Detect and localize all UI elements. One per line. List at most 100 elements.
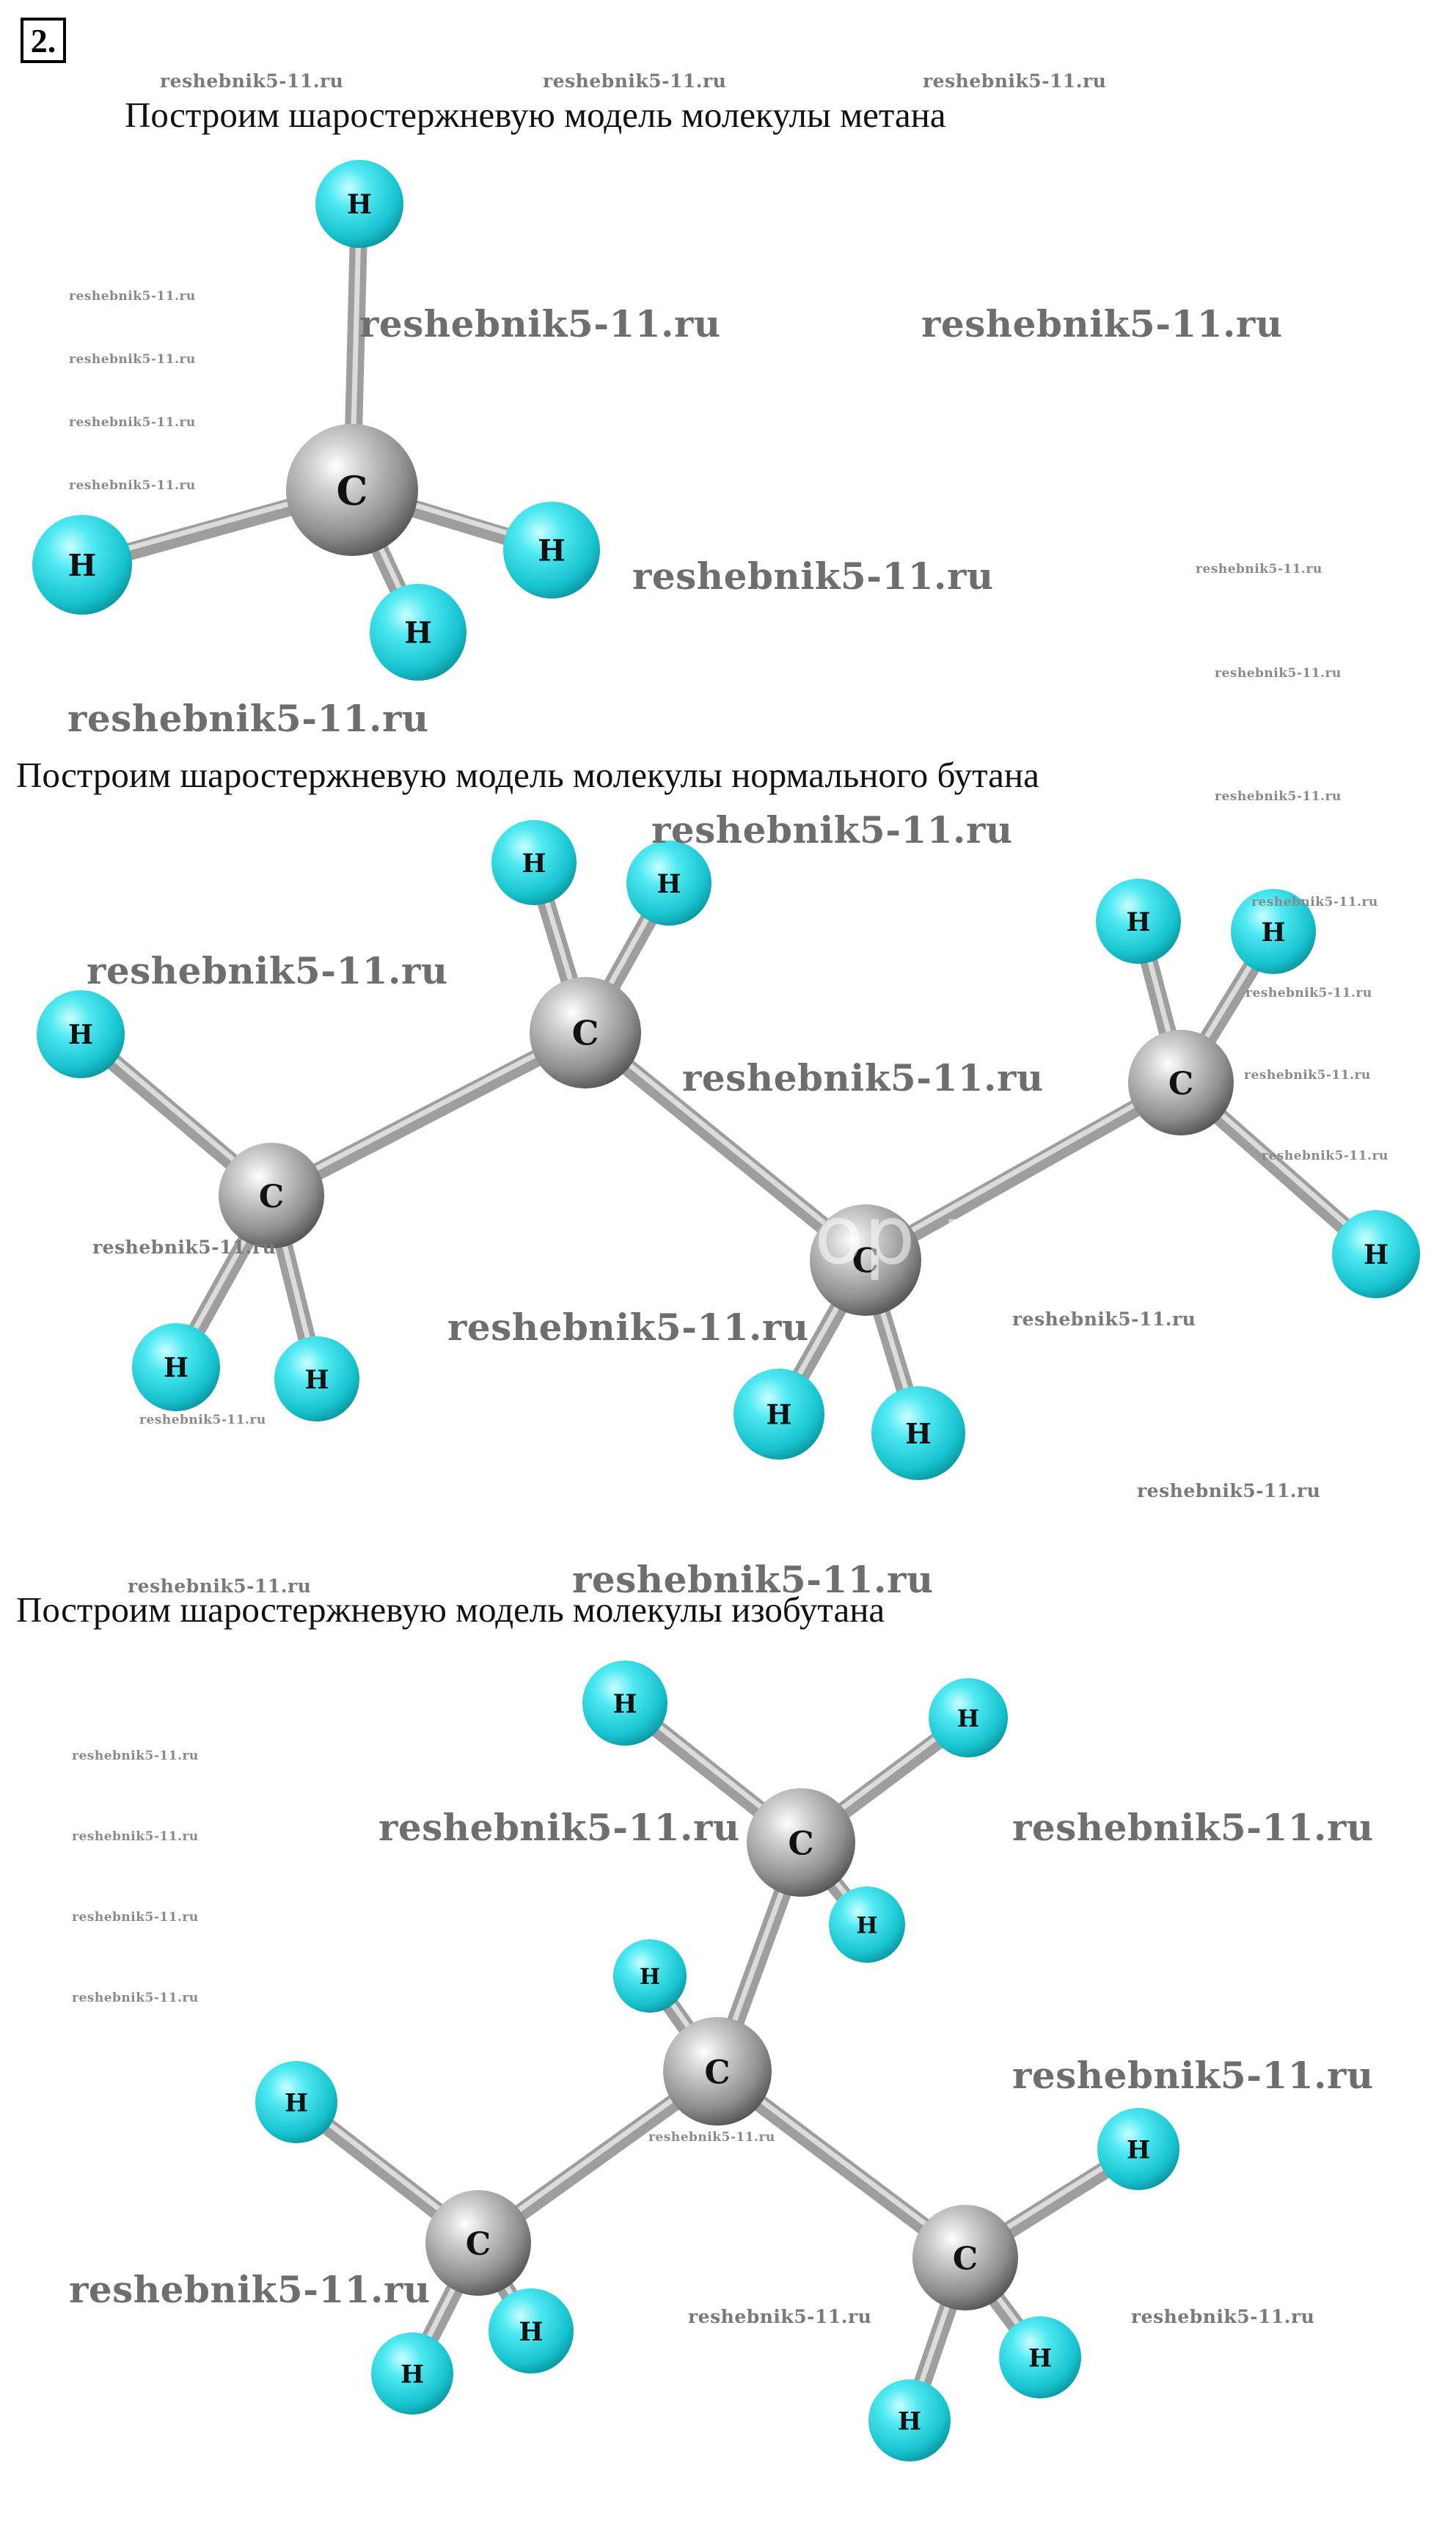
hydrogen-sphere <box>503 502 600 599</box>
hydrogen-label: H <box>640 1964 660 1990</box>
watermark: reshebnik5-11.ru <box>651 808 1013 852</box>
hydrogen-label: H <box>404 616 432 651</box>
watermark: reshebnik5-11.ru <box>1131 2306 1315 2327</box>
hydrogen-sphere <box>37 990 125 1078</box>
hydrogen-sphere <box>871 1386 965 1480</box>
hydrogen-label: H <box>898 2407 921 2436</box>
butane-hydrogen-atom: H <box>871 1386 965 1480</box>
hydrogen-label: H <box>1261 918 1285 948</box>
butane-hydrogen-atom: H <box>132 1323 220 1411</box>
watermark: reshebnik5-11.ru <box>447 1306 809 1349</box>
hydrogen-sphere <box>613 1939 687 2013</box>
methane-hydrogen-atom: H <box>503 502 600 599</box>
watermark: reshebnik5-11.ru <box>87 949 448 992</box>
carbon-label: C <box>466 2226 491 2263</box>
caption-butane: Построим шаростержневую модель молекулы … <box>16 755 1039 795</box>
methane-hydrogen-atom: H <box>315 160 403 248</box>
watermark: reshebnik5-11.ru <box>543 70 727 92</box>
carbon-label: C <box>953 2241 978 2277</box>
isobutane-hydrogen-atom: H <box>613 1939 687 2013</box>
watermark: reshebnik5-11.ru <box>1262 1149 1389 1163</box>
carbon-label: C <box>788 1825 813 1862</box>
butane-carbon-atom: C <box>219 1143 324 1248</box>
watermark: reshebnik5-11.ru <box>1215 789 1342 804</box>
hydrogen-sphere <box>370 584 467 681</box>
partial-watermark: op.r <box>814 1188 976 1282</box>
carbon-label: C <box>572 1014 599 1053</box>
hydrogen-sphere <box>626 841 711 926</box>
carbon-sphere <box>1128 1030 1234 1135</box>
watermark: reshebnik5-11.ru <box>923 70 1107 92</box>
watermark: reshebnik5-11.ru <box>1012 1309 1196 1330</box>
hydrogen-sphere <box>371 2332 453 2415</box>
hydrogen-label: H <box>1364 1240 1389 1270</box>
hydrogen-label: H <box>538 534 566 568</box>
hydrogen-label: H <box>856 1912 877 1939</box>
carbon-sphere <box>425 2190 531 2296</box>
hydrogen-label: H <box>400 2360 424 2389</box>
butane-bond-highlight <box>582 1026 868 1259</box>
butane-bond <box>263 1024 594 1204</box>
methane-hydrogen-atom: H <box>370 584 467 681</box>
isobutane-carbon-atom: C <box>912 2205 1018 2310</box>
watermark: reshebnik5-11.ru <box>378 1806 740 1849</box>
watermark: reshebnik5-11.ru <box>1012 2054 1374 2097</box>
isobutane-hydrogen-atom: H <box>582 1661 667 1746</box>
hydrogen-label: H <box>68 1020 93 1050</box>
butane-bond-highlight <box>863 1076 1184 1259</box>
watermark: reshebnik5-11.ru <box>69 2268 431 2311</box>
hydrogen-label: H <box>285 2088 308 2118</box>
watermark: reshebnik5-11.ru <box>72 1829 199 1844</box>
watermark: reshebnik5-11.ru <box>72 1991 199 2005</box>
hydrogen-sphere <box>132 1323 220 1411</box>
butane-hydrogen-atom: H <box>491 820 577 905</box>
watermark: reshebnik5-11.ru <box>1215 666 1342 681</box>
hydrogen-label: H <box>905 1417 932 1450</box>
hydrogen-sphere <box>489 2288 574 2374</box>
methane-carbon-atom: C <box>286 424 418 556</box>
caption-isobutane: Построим шаростержневую модель молекулы … <box>16 1589 885 1630</box>
hydrogen-sphere <box>1097 2108 1179 2190</box>
hydrogen-label: H <box>612 1689 637 1719</box>
carbon-sphere <box>810 1204 921 1316</box>
butane-hydrogen-atom: H <box>626 841 711 926</box>
butane-hydrogen-atom: H <box>1332 1210 1420 1298</box>
isobutane-hydrogen-atom: H <box>371 2332 453 2415</box>
butane-carbon-atom: C <box>530 977 641 1088</box>
watermark: reshebnik5-11.ru <box>359 302 721 345</box>
butane-hydrogen-atom: H <box>1231 889 1316 974</box>
hydrogen-label: H <box>767 1399 792 1431</box>
hydrogen-sphere <box>1231 889 1316 974</box>
watermark: reshebnik5-11.ru <box>139 1413 266 1427</box>
hydrogen-sphere <box>582 1661 667 1746</box>
isobutane-hydrogen-atom: H <box>999 2316 1081 2398</box>
hydrogen-sphere <box>999 2316 1081 2398</box>
hydrogen-sphere <box>734 1369 824 1460</box>
hydrogen-sphere <box>1096 879 1181 964</box>
hydrogen-label: H <box>347 189 372 220</box>
carbon-sphere <box>219 1143 324 1248</box>
watermark: reshebnik5-11.ru <box>160 70 344 92</box>
isobutane-hydrogen-atom: H <box>255 2061 337 2143</box>
watermark: reshebnik5-11.ru <box>128 1575 312 1597</box>
hydrogen-sphere <box>32 515 132 615</box>
hydrogen-label: H <box>164 1353 189 1383</box>
watermark: reshebnik5-11.ru <box>69 478 196 493</box>
hydrogen-sphere <box>1332 1210 1420 1298</box>
hydrogen-sphere <box>255 2061 337 2143</box>
watermark: reshebnik5-11.ru <box>682 1056 1044 1099</box>
carbon-sphere <box>286 424 418 556</box>
hydrogen-label: H <box>656 869 681 899</box>
caption-methane: Построим шаростержневую модель молекулы … <box>125 95 946 135</box>
butane-hydrogen-atom: H <box>734 1369 824 1460</box>
watermark: reshebnik5-11.ru <box>632 555 994 598</box>
watermark: reshebnik5-11.ru <box>1251 895 1378 910</box>
carbon-label: C <box>704 2054 730 2091</box>
watermark: reshebnik5-11.ru <box>67 697 429 740</box>
isobutane-hydrogen-atom: H <box>829 1886 905 1963</box>
isobutane-hydrogen-atom: H <box>489 2288 574 2374</box>
watermark: reshebnik5-11.ru <box>69 415 196 430</box>
isobutane-carbon-atom: C <box>747 1788 855 1897</box>
